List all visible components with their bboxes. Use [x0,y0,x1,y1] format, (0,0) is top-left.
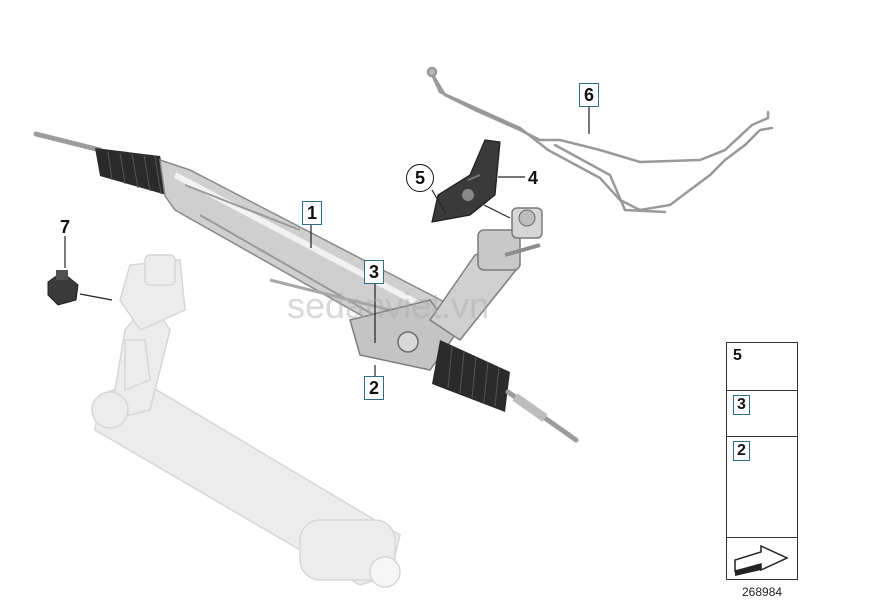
legend-label-2: 2 [733,441,750,461]
legend-label-5: 5 [733,347,742,364]
legend-cell-3: 3 [727,391,797,437]
document-number: 268984 [742,585,783,599]
callout-1: 1 [302,201,323,225]
hardware-legend: 5 3 2 [726,342,798,580]
pointer-arrow-icon [734,544,789,576]
callout-3: 3 [364,260,385,284]
part-7-sensor [47,270,79,306]
steering-rack-main [33,131,579,443]
part-6-hydraulic-lines [426,66,774,214]
part-4-bracket [431,139,501,223]
leader-lines [64,107,590,376]
legend-label-3: 3 [733,395,750,415]
legend-cell-2: 2 [727,437,797,538]
callout-7: 7 [60,217,71,237]
callout-4: 4 [528,168,539,188]
watermark: sedanviet.vn [287,285,490,326]
callout-6: 6 [579,83,600,107]
ghost-steering-rack [91,254,401,588]
callout-5: 5 [406,164,434,192]
legend-cell-arrow [727,538,797,579]
callout-2: 2 [364,376,385,400]
legend-cell-5: 5 [727,343,797,391]
